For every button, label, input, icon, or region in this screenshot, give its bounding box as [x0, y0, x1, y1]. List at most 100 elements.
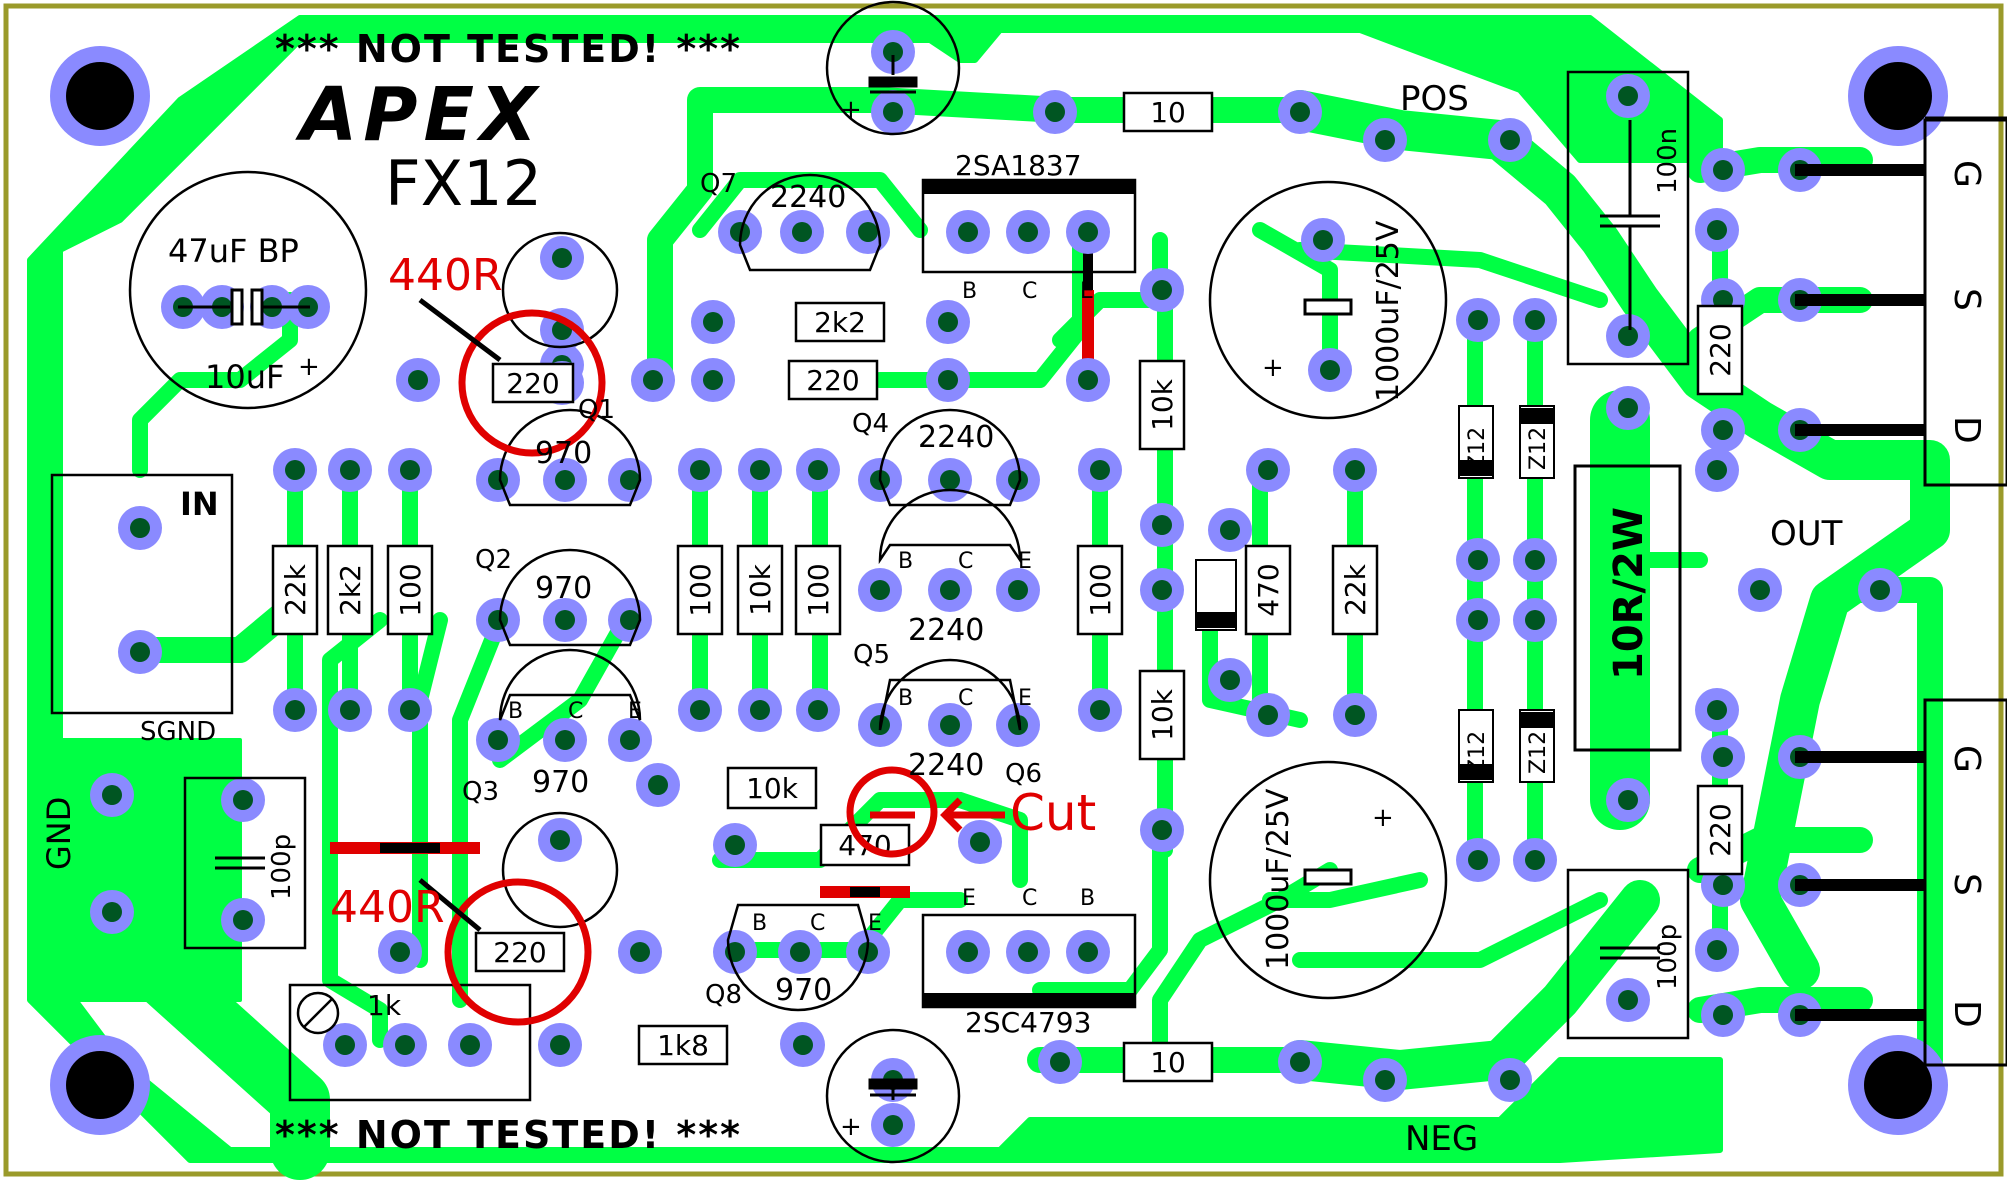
- q6-type: 2240: [908, 748, 984, 783]
- q5-label: Q5: [853, 640, 890, 670]
- cap-plus: +: [298, 352, 320, 382]
- q5-type: 2240: [908, 613, 984, 648]
- cap-plus: +: [840, 1112, 862, 1142]
- q4-type: 2240: [918, 420, 994, 455]
- resistor-r-10-top: 10: [1122, 91, 1214, 133]
- resistor-layer: 10 10 2k2 220 220 220 220 22k 2k2 100 100 10k 100 100…: [271, 91, 1744, 1083]
- resistor-value: 220: [1704, 323, 1737, 376]
- resistor-r-220-b: 220: [787, 359, 879, 401]
- mosfet-top-s: S: [1946, 288, 1987, 311]
- resistor-value: 100: [802, 563, 835, 616]
- q2-label: Q2: [475, 545, 512, 575]
- mosfet-top-d: D: [1946, 416, 1987, 444]
- sgnd-label: SGND: [140, 717, 216, 747]
- zener-z12: Z12: [1465, 731, 1490, 774]
- zener-z12: Z12: [1465, 427, 1490, 470]
- resistor-value: 220: [1704, 803, 1737, 856]
- resistor-value: 220: [493, 936, 546, 969]
- input-connector-outline: [50, 473, 234, 715]
- resistor-value: 1k8: [657, 1029, 709, 1062]
- label-layer: *** NOT TESTED! *** *** NOT TESTED! *** …: [40, 27, 1987, 1159]
- resistor-value: 100: [684, 563, 717, 616]
- mosfet-bottom-d: D: [1946, 1000, 1987, 1028]
- pin-e: E: [1018, 686, 1032, 711]
- cap-symbols: [178, 55, 1660, 1100]
- model-label: FX12: [385, 147, 542, 220]
- pin-b: B: [508, 699, 523, 724]
- resistor-r-2k2-top: 2k2: [794, 301, 886, 343]
- resistor-value: 10: [1150, 96, 1186, 129]
- resistor-r-22k-right: 22k: [1331, 544, 1379, 636]
- cut-circle: [846, 766, 938, 858]
- cap-47uf-outline: [128, 170, 368, 410]
- cap-1000uf-top-label: 1000uF/25V: [1371, 220, 1406, 402]
- pin-c: C: [568, 699, 583, 724]
- annotation-440r-top: 440R: [388, 250, 503, 301]
- q8-label: Q8: [705, 980, 742, 1010]
- resistor-r-1k8: 1k8: [637, 1024, 729, 1066]
- mosfet-bottom-s: S: [1946, 873, 1987, 896]
- mosfet-top-g: G: [1946, 160, 1987, 188]
- resistor-r-100-a: 100: [386, 544, 434, 636]
- zener-z12: Z12: [1526, 427, 1551, 470]
- out-label: OUT: [1770, 514, 1843, 554]
- pin-e: E: [868, 911, 882, 936]
- cap-1000uf-bottom-label: 1000uF/25V: [1261, 788, 1296, 970]
- q3-type: 970: [532, 765, 589, 800]
- resistor-value: 470: [1252, 563, 1285, 616]
- q1-type: 970: [535, 436, 592, 471]
- pos-label: POS: [1400, 79, 1469, 119]
- resistor-value: 10k: [746, 772, 799, 805]
- resistor-r-470-v: 470: [1244, 544, 1292, 636]
- resistor-r-220-out-top: 220: [1696, 304, 1744, 396]
- silkscreen-layer: [50, 0, 2007, 1164]
- annotation-layer: [418, 298, 1005, 1026]
- pin-b: B: [898, 549, 913, 574]
- pot-1k-label: 1k: [367, 989, 402, 1022]
- resistor-value: 220: [806, 364, 859, 397]
- resistor-value: 100: [394, 563, 427, 616]
- resistor-r-10-bot: 10: [1122, 1041, 1214, 1083]
- mosfet-bottom-g: G: [1946, 745, 1987, 773]
- pin-e: E: [1080, 279, 1094, 304]
- resistor-value: 22k: [1339, 563, 1372, 616]
- resistor-value: 10k: [1146, 378, 1179, 431]
- transistor-2sc4793: 2SC4793: [965, 1006, 1091, 1039]
- pin-c: C: [810, 911, 825, 936]
- resistor-r-2k2-left: 2k2: [326, 544, 374, 636]
- pin-e: E: [1018, 549, 1032, 574]
- resistor-r-220-out-bot: 220: [1696, 784, 1744, 876]
- cap-plus: +: [840, 95, 862, 125]
- resistor-r-220-a: 220: [491, 362, 575, 404]
- resistor-value: 22k: [279, 563, 312, 616]
- pin-e: E: [628, 699, 642, 724]
- warning-top: *** NOT TESTED! ***: [275, 27, 742, 71]
- resistor-value: 2k2: [814, 306, 866, 339]
- pin-e: E: [962, 886, 976, 911]
- pin-b: B: [962, 279, 977, 304]
- cap-plus: +: [1262, 353, 1284, 383]
- transistor-2sa1837: 2SA1837: [955, 149, 1082, 182]
- pin-c: C: [958, 686, 973, 711]
- cap-10uf-label: 10uF: [205, 358, 284, 396]
- mod-circle-bottom: [444, 878, 592, 1026]
- pin-c: C: [1022, 279, 1037, 304]
- q7-type: 2240: [770, 180, 846, 215]
- gnd-label: GND: [40, 797, 78, 870]
- q4-label: Q4: [852, 409, 889, 439]
- q8-type: 970: [775, 973, 832, 1008]
- q6-label: Q6: [1005, 759, 1042, 789]
- resistor-value: 2k2: [334, 564, 367, 616]
- cap-plus: +: [1372, 803, 1394, 833]
- resistor-r-10k-bot: 10k: [1138, 669, 1186, 761]
- q2-type: 970: [535, 571, 592, 606]
- pin-c: C: [958, 549, 973, 574]
- neg-label: NEG: [1405, 1119, 1478, 1159]
- pin-b: B: [898, 686, 913, 711]
- pin-b: B: [752, 911, 767, 936]
- pin-b: B: [1080, 886, 1095, 911]
- resistor-value: 10k: [744, 563, 777, 616]
- annotation-cut: Cut: [1010, 784, 1096, 842]
- q7-label: Q7: [700, 169, 737, 199]
